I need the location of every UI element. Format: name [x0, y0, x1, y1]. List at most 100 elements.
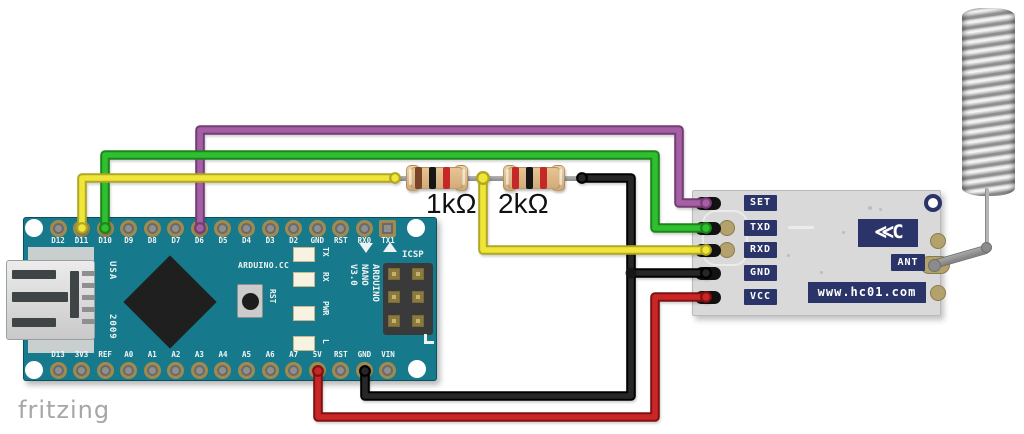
arduino-pin-a0[interactable]	[120, 361, 138, 379]
reset-button-cap[interactable]	[242, 293, 259, 310]
arduino-pin-rst[interactable]	[332, 219, 350, 237]
arduino-pin-d8[interactable]	[143, 219, 161, 237]
pwm-tick: '	[194, 236, 199, 243]
mounting-hole	[25, 219, 43, 237]
hc01-dot	[787, 254, 790, 257]
arduino-pin-label: 'D6	[194, 236, 204, 245]
arduino-pin-label: A1	[147, 350, 157, 359]
arduino-pin-label: RST	[334, 236, 348, 245]
arduino-pin-label: D8	[147, 236, 157, 245]
arduino-pin-label: 'D10	[98, 236, 112, 245]
arduino-pin-label: A6	[265, 350, 275, 359]
hc01-pin-plate-gnd: GND	[744, 265, 777, 281]
hc01-dot	[842, 231, 845, 234]
arduino-pin-rst[interactable]	[332, 361, 350, 379]
arduino-pin-label: A7	[289, 350, 299, 359]
arduino-pin-vin[interactable]	[379, 361, 397, 379]
arduino-pin-rx0[interactable]	[355, 219, 373, 237]
arduino-pin-a7[interactable]	[285, 361, 303, 379]
pwr-led	[293, 306, 315, 321]
resistor-value-label: 2kΩ	[498, 188, 549, 219]
arduino-pin-label: A3	[194, 350, 204, 359]
icsp-pin[interactable]	[412, 291, 424, 303]
arduino-pin-a2[interactable]	[167, 361, 185, 379]
usb-detail	[12, 318, 56, 327]
arduino-pin-label: RST	[334, 350, 348, 359]
resistor-band-red	[512, 167, 519, 189]
resistor-2kΩ[interactable]	[503, 164, 565, 192]
icsp-pin[interactable]	[412, 268, 424, 280]
arduino-pin-label: D4	[242, 236, 252, 245]
usb-contact	[82, 307, 95, 312]
usb-detail	[70, 271, 79, 318]
antenna-pad-joint	[928, 259, 941, 272]
coil-antenna[interactable]	[962, 8, 1015, 196]
icsp-pin[interactable]	[388, 291, 400, 303]
arduino-pin-a3[interactable]	[190, 361, 208, 379]
antenna-joint	[981, 242, 992, 253]
arduino-pin-a6[interactable]	[261, 361, 279, 379]
arduino-pin-d3[interactable]	[261, 219, 279, 237]
hc01-dot	[868, 206, 872, 210]
hc01-pin-plate-vcc: VCC	[744, 289, 777, 305]
hc01-pin-plate-txd: TXD	[744, 220, 777, 236]
usb-pad	[28, 247, 94, 263]
pwm-tick: '	[218, 236, 223, 243]
arduino-pin-tx1[interactable]	[379, 219, 397, 237]
arduino-pin-d9[interactable]	[120, 219, 138, 237]
arduino-pin-label: REF	[98, 350, 112, 359]
wire-d6-to-set[interactable]	[194, 125, 712, 234]
arduino-pin-d13[interactable]	[49, 361, 67, 379]
arduino-pin-label: VIN	[381, 350, 395, 359]
arduino-pin-label: GND	[310, 236, 325, 245]
wire-gnd-to-divider-and-hc01-gnd[interactable]	[359, 172, 712, 401]
resistor-band-black	[526, 167, 533, 189]
hc01-ant-label: ANT	[891, 254, 925, 271]
arduino-pin-label: 3V3	[74, 350, 89, 359]
resistor-band-brown	[415, 167, 422, 189]
tx-led	[293, 247, 315, 262]
arduino-pin-d7[interactable]	[167, 219, 185, 237]
icsp-pin[interactable]	[412, 315, 424, 327]
brand-label: ARDUINO.CC	[238, 261, 290, 270]
arduino-pin-label: D12	[51, 236, 65, 245]
hc01-dot	[879, 208, 882, 211]
wire-divider-to-rxd[interactable]	[476, 170, 712, 256]
pwm-tick: '	[98, 236, 102, 243]
arduino-pin-label: TX1	[381, 236, 395, 245]
resistor-shine	[559, 169, 562, 185]
wire-5v-to-vcc[interactable]	[312, 291, 712, 422]
arduino-pin-label: 'D3	[265, 236, 275, 245]
arduino-pin-d5[interactable]	[214, 219, 232, 237]
icsp-pin[interactable]	[388, 315, 400, 327]
resistor-band-red	[443, 167, 450, 189]
arduino-pin-d12[interactable]	[49, 219, 67, 237]
pwm-tick: '	[124, 236, 128, 243]
mounting-hole	[407, 219, 425, 237]
arduino-pin-label: GND	[357, 350, 372, 359]
usb-pad	[28, 337, 94, 353]
arduino-pin-gnd[interactable]	[308, 219, 326, 237]
arduino-pin-ref[interactable]	[96, 361, 114, 379]
hc01-dot	[820, 271, 823, 274]
hc01-pin-plate-set: SET	[744, 195, 777, 211]
icsp-pin[interactable]	[388, 268, 400, 280]
arduino-pin-d2[interactable]	[285, 219, 303, 237]
wire-d11-to-resistor[interactable]	[76, 172, 401, 234]
arduino-pin-label: A2	[171, 350, 181, 359]
icsp-label: ICSP	[402, 250, 424, 260]
arduino-pin-a1[interactable]	[143, 361, 161, 379]
usb-detail	[12, 292, 68, 302]
arduino-pin-a5[interactable]	[238, 361, 256, 379]
resistor-value-label: 1kΩ	[426, 188, 477, 219]
resistor-shine	[506, 169, 509, 185]
arduino-pin-label: 'D11	[74, 236, 89, 245]
arduino-pin-3v3[interactable]	[73, 361, 91, 379]
arduino-pin-d4[interactable]	[238, 219, 256, 237]
arduino-pin-a4[interactable]	[214, 361, 232, 379]
resistor-1kΩ[interactable]	[406, 164, 468, 192]
usb-contact	[82, 295, 95, 300]
rx-led	[293, 272, 315, 287]
